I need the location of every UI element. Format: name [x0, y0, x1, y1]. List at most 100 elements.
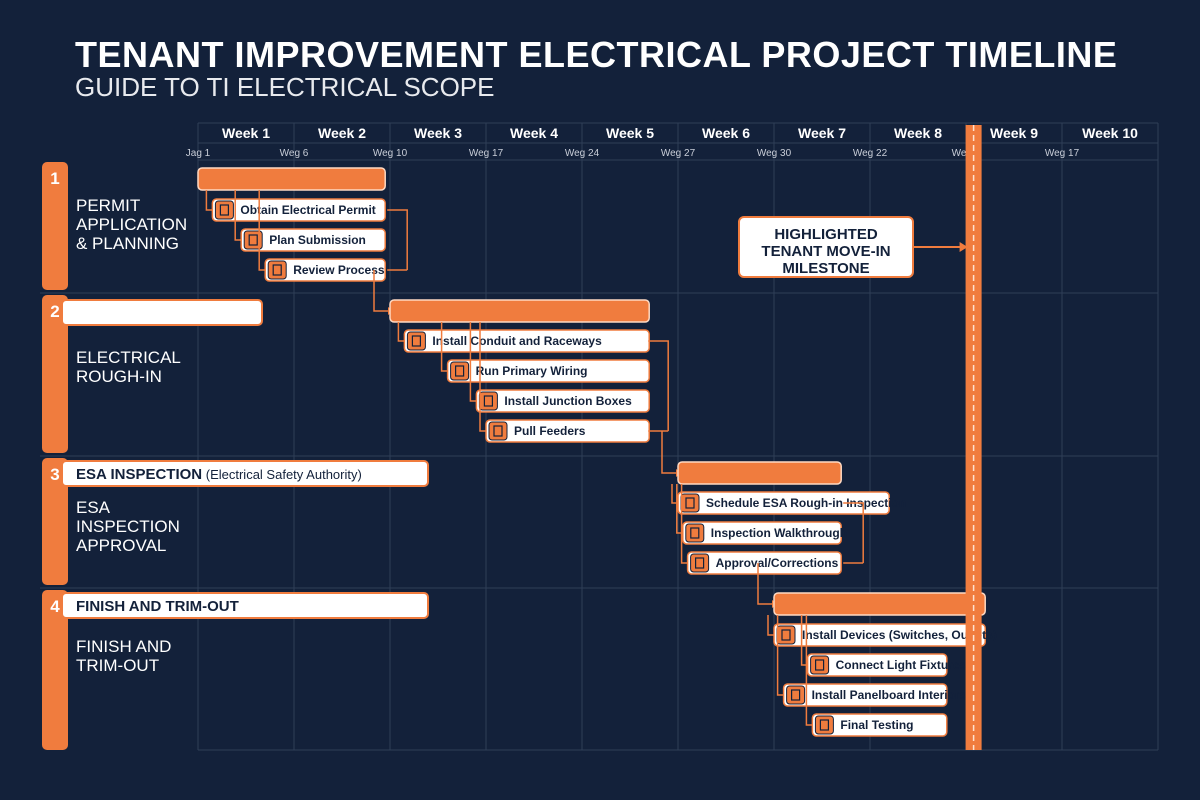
approval-icon — [690, 553, 710, 573]
task-label: Install Devices (Switches, Outlets) — [802, 628, 997, 642]
task-connector — [676, 484, 683, 534]
task-connector — [205, 190, 213, 211]
phase-side-bar — [42, 590, 68, 750]
review-icon — [267, 260, 287, 280]
task-bar[interactable]: Connect Light Fixtures — [800, 615, 967, 677]
week-header-label: Week 9 — [990, 125, 1038, 141]
milestone-arrowhead — [959, 242, 968, 252]
week-header-label: Week 7 — [798, 125, 846, 141]
phase-header-bar — [61, 299, 263, 326]
task-label: Inspection Walkthrough — [711, 526, 847, 540]
phase-header-note: (Electrical Safety Authority) — [202, 467, 362, 482]
lightbulb-icon-glyph — [814, 659, 825, 671]
phase-number: 4 — [50, 597, 60, 616]
phase-name-line: ESA — [76, 498, 111, 517]
task-bar-body — [240, 228, 386, 252]
task-bar-body — [773, 623, 986, 647]
phase-side-bar — [42, 458, 68, 585]
task-bar-body — [211, 198, 386, 222]
task-bar[interactable]: Install Panelboard Interiors — [776, 615, 967, 707]
task-bar[interactable]: Plan Submission — [234, 190, 386, 252]
permit-doc-icon-glyph — [219, 204, 229, 216]
task-bar[interactable]: Schedule ESA Rough-in Inspection — [671, 484, 906, 515]
outlet-icon-glyph — [781, 629, 791, 641]
task-bar[interactable]: Install Conduit and Raceways — [397, 322, 650, 353]
wire-spool-icon — [450, 361, 470, 381]
task-bar-body — [446, 359, 650, 383]
date-tick-label: Weg 17 — [469, 148, 504, 159]
conduit-icon — [406, 331, 426, 351]
task-bar[interactable]: Obtain Electrical Permit — [205, 190, 386, 222]
box-icon-glyph — [483, 395, 493, 407]
task-label: Connect Light Fixtures — [836, 658, 967, 672]
date-tick-label: Weg 17 — [1045, 148, 1080, 159]
clipboard-icon-glyph — [685, 497, 695, 509]
lightbulb-icon — [810, 655, 830, 675]
task-label: Install Junction Boxes — [504, 394, 632, 408]
task-connector — [234, 190, 242, 241]
task-connector — [767, 615, 774, 636]
task-label: Install Panelboard Interiors — [812, 688, 967, 702]
phase-header-label: FINISH AND TRIM-OUT — [76, 598, 239, 615]
date-tick-label: Weg 6 — [280, 148, 309, 159]
milestone-label-line: HIGHLIGHTED — [774, 226, 877, 243]
panelboard-icon — [786, 685, 806, 705]
phase-name-line: FINISH AND — [76, 637, 171, 656]
task-bar[interactable]: Run Primary Wiring — [440, 322, 650, 383]
task-bar[interactable]: Install Junction Boxes — [469, 322, 650, 413]
phase-header-bar — [61, 460, 429, 487]
week-header-label: Week 3 — [414, 125, 462, 141]
task-connector — [776, 615, 784, 696]
task-bar-body — [682, 521, 842, 545]
phase-number: 1 — [50, 169, 59, 188]
task-label: Install Conduit and Raceways — [432, 334, 602, 348]
phase-name-line: ELECTRICAL — [76, 348, 181, 367]
check-icon-glyph — [819, 719, 830, 731]
phase-name-line: TRIM-OUT — [76, 656, 159, 675]
task-connector — [805, 615, 813, 726]
phase-header-title: FINISH AND TRIM-OUT — [76, 598, 239, 615]
task-connector — [397, 322, 405, 342]
task-label: Review Process — [293, 263, 385, 277]
task-bar[interactable]: Approval/Corrections — [680, 484, 842, 575]
task-bar[interactable]: Final Testing — [805, 615, 948, 737]
wire-spool-icon-glyph — [455, 365, 465, 377]
magnifier-icon-glyph — [690, 527, 700, 539]
milestone-label-line: MILESTONE — [782, 260, 869, 277]
document-icon-glyph — [248, 234, 258, 246]
phase-side-bar — [42, 295, 68, 453]
milestone-label-line: TENANT MOVE-IN — [761, 243, 890, 260]
phase-header-label: ESA INSPECTION (Electrical Safety Author… — [76, 466, 362, 483]
approval-icon-glyph — [694, 557, 705, 569]
task-bar-body — [782, 683, 948, 707]
task-connector — [440, 322, 448, 372]
phase-name-line: PERMIT — [76, 196, 140, 215]
review-icon-glyph — [272, 264, 282, 276]
task-bar-body — [806, 653, 948, 677]
task-bar[interactable]: Install Devices (Switches, Outlets) — [767, 615, 997, 647]
week-header-label: Week 2 — [318, 125, 366, 141]
magnifier-icon — [685, 523, 705, 543]
task-bar-body — [686, 551, 842, 575]
task-bar[interactable]: Inspection Walkthrough — [676, 484, 847, 545]
task-bar[interactable]: Review Process — [258, 190, 386, 282]
phase-header-bar — [61, 592, 429, 619]
task-label: Plan Submission — [269, 233, 366, 247]
task-bar-body — [677, 491, 890, 515]
date-tick-label: Weg 24 — [565, 148, 600, 159]
task-connector — [671, 484, 678, 504]
phase-number: 3 — [50, 465, 59, 484]
phase-summary-bar — [389, 299, 650, 323]
permit-doc-icon — [214, 200, 234, 220]
phase-name-line: & PLANNING — [76, 234, 179, 253]
chart-title: TENANT IMPROVEMENT ELECTRICAL PROJECT TI… — [75, 34, 1118, 75]
week-header-label: Week 5 — [606, 125, 654, 141]
date-tick-label: Weg 30 — [757, 148, 792, 159]
chart-subtitle: GUIDE TO TI ELECTRICAL SCOPE — [75, 72, 495, 102]
week-header-label: Week 4 — [510, 125, 558, 141]
task-label: Obtain Electrical Permit — [240, 203, 375, 217]
